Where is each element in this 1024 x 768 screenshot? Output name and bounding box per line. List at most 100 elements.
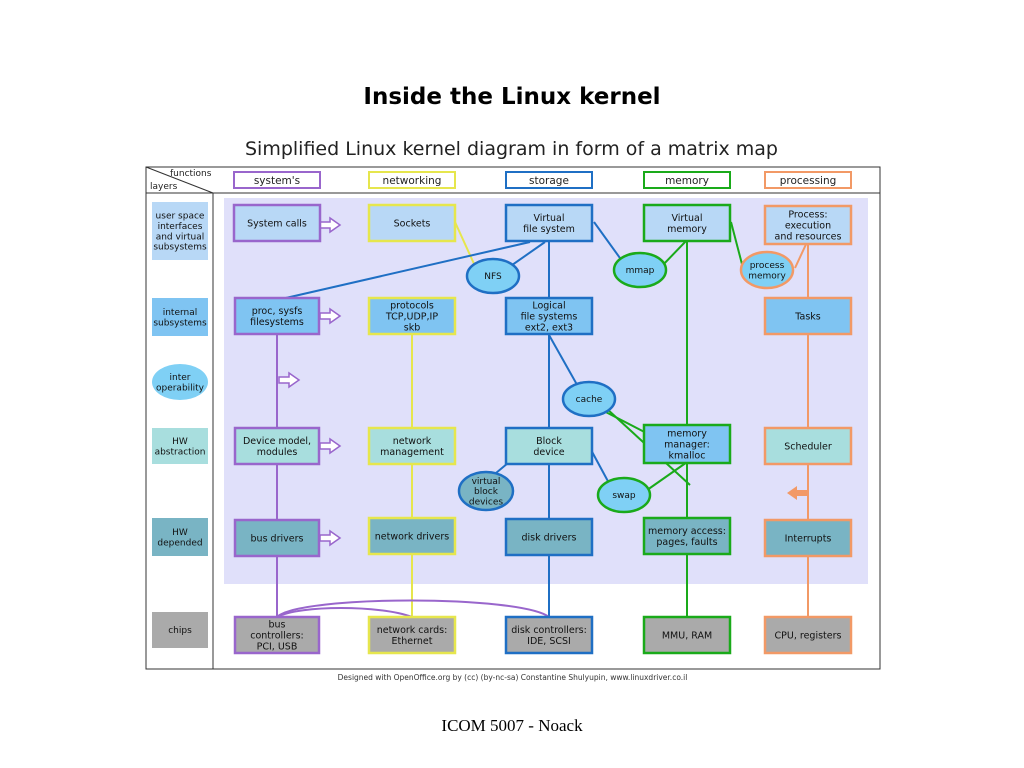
sockets-nfs-line xyxy=(454,221,476,267)
layer-label-inter-line: operability xyxy=(156,383,205,393)
node-block-device-line: Block xyxy=(536,436,562,447)
node-scheduler-line: Scheduler xyxy=(784,441,832,452)
node-block-device-line: device xyxy=(533,447,564,458)
node-disk-controllers-line: IDE, SCSI xyxy=(527,636,571,647)
ellipse-swap: swap xyxy=(596,476,652,514)
node-interrupts-line: Interrupts xyxy=(785,533,832,544)
node-tasks: Tasks xyxy=(763,296,853,336)
credit-line: Designed with OpenOffice.org by (cc) (by… xyxy=(337,673,688,682)
layer-internal xyxy=(152,298,208,336)
node-sockets-line: Sockets xyxy=(394,218,431,229)
block-swap-line xyxy=(589,447,611,486)
node-memory-manager-line: memory xyxy=(667,428,707,439)
processing-left-arrow xyxy=(787,486,807,500)
column-header-label-processing: processing xyxy=(780,175,837,187)
node-memory-access-line: pages, faults xyxy=(656,537,717,548)
ellipse-virtual-block-line: devices xyxy=(469,498,504,508)
node-memory-access-line: memory access: xyxy=(648,526,726,537)
node-device-model-line: modules xyxy=(257,447,298,458)
device-model-arrow xyxy=(319,437,342,455)
ellipse-virtual-block-line: block xyxy=(474,487,499,497)
layer-label-chips-line: chips xyxy=(168,626,192,636)
ellipse-virtual-block-line: virtual xyxy=(472,477,501,487)
layer-label-user-line: interfaces xyxy=(158,222,203,232)
node-network-mgmt-line: network xyxy=(393,436,432,447)
node-proc-sysfs-line: proc, sysfs xyxy=(252,306,303,317)
node-mmu-ram-line: MMU, RAM xyxy=(662,630,712,641)
node-disk-controllers: disk controllers:IDE, SCSI xyxy=(504,615,594,655)
column-header-label-system: system's xyxy=(254,175,300,187)
column-header-memory xyxy=(643,171,731,189)
vm-processmem-line xyxy=(730,221,744,269)
node-mmu-ram: MMU, RAM xyxy=(642,615,732,655)
column-header-label-memory: memory xyxy=(665,175,709,187)
node-bus-drivers: bus drivers xyxy=(233,518,321,558)
interop-arrow xyxy=(278,371,301,389)
layer-label-user-line: and virtual xyxy=(156,232,205,242)
node-device-model-line: Device model, xyxy=(243,436,311,447)
column-header-label-storage: storage xyxy=(529,175,569,187)
ellipse-mmap: mmap xyxy=(612,251,668,289)
column-header-storage xyxy=(505,171,593,189)
node-cpu-registers-line: CPU, registers xyxy=(775,630,842,641)
layer-hwdep xyxy=(152,518,208,556)
layer-inter xyxy=(152,364,208,400)
node-logical-fs-line: Logical xyxy=(532,300,565,311)
ellipse-cache-line: cache xyxy=(576,395,603,405)
layer-label-hwdep-line: depended xyxy=(157,538,202,548)
bus-drivers-arrow xyxy=(319,529,342,547)
ellipse-cache: cache xyxy=(561,380,617,418)
node-interrupts: Interrupts xyxy=(763,518,853,558)
node-network-cards-line: Ethernet xyxy=(392,636,433,647)
node-disk-drivers: disk drivers xyxy=(504,517,594,557)
node-system-calls: System calls xyxy=(232,203,322,243)
bus-curve-storage xyxy=(276,599,550,618)
layer-hwabs xyxy=(152,428,208,464)
layer-label-hwabs-line: HW xyxy=(172,437,188,447)
page-title: Inside the Linux kernel xyxy=(363,84,661,110)
layer-label-hwabs-line: abstraction xyxy=(155,447,206,457)
node-disk-drivers-line: disk drivers xyxy=(521,532,576,543)
node-network-cards-line: network cards: xyxy=(377,625,448,636)
node-virtual-memory-line: Virtual xyxy=(671,213,702,224)
node-vfs-line: Virtual xyxy=(533,213,564,224)
node-network-cards: network cards:Ethernet xyxy=(367,615,457,655)
corner-functions-label: functions xyxy=(170,169,212,179)
node-logical-fs-line: ext2, ext3 xyxy=(525,322,573,333)
node-protocols-line: TCP,UDP,IP xyxy=(385,311,438,322)
corner-diagonal xyxy=(145,166,214,194)
node-protocols-line: skb xyxy=(404,322,420,333)
node-proc-sysfs-line: filesystems xyxy=(250,317,304,328)
system-calls-arrow xyxy=(319,216,342,234)
node-bus-controllers-line: PCI, USB xyxy=(257,641,298,652)
node-sockets: Sockets xyxy=(367,203,457,243)
node-memory-access: memory access:pages, faults xyxy=(642,516,732,556)
node-network-drivers-line: network drivers xyxy=(375,531,450,542)
layer-label-hwdep-line: HW xyxy=(172,528,188,538)
ellipse-mmap-line: mmap xyxy=(626,266,655,276)
node-process-line: and resources xyxy=(775,231,842,242)
layer-user xyxy=(152,202,208,260)
corner-layers-label: layers xyxy=(150,182,178,192)
proc-arrow xyxy=(319,307,342,325)
ellipse-nfs: NFS xyxy=(465,257,521,295)
layer-label-internal-line: internal xyxy=(163,308,198,318)
column-header-processing xyxy=(764,171,852,189)
node-virtual-memory-line: memory xyxy=(667,224,707,235)
layer-label-inter-line: inter xyxy=(170,373,191,383)
layer-chips xyxy=(152,612,208,648)
node-system-calls-line: System calls xyxy=(247,218,307,229)
node-cpu-registers: CPU, registers xyxy=(763,615,853,655)
